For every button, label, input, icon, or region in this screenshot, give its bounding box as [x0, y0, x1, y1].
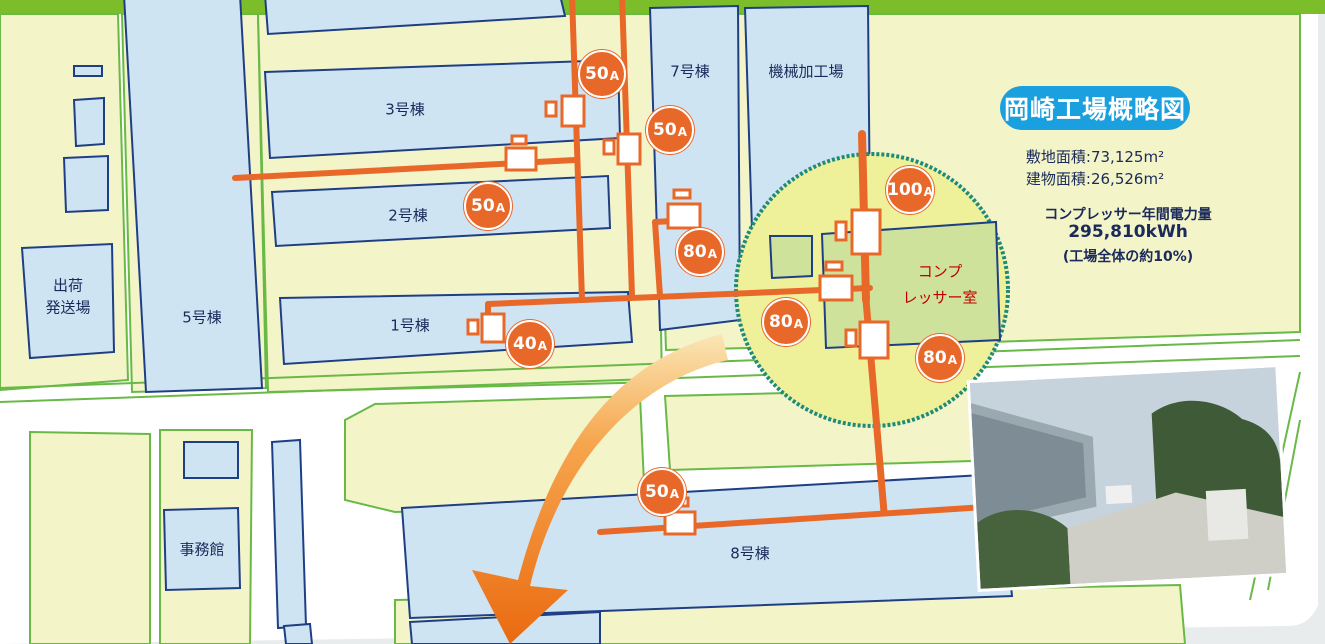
label-building-7: 7号棟: [670, 62, 710, 81]
meter-icon: [818, 274, 854, 302]
pipe-main-vertical: [569, 0, 585, 303]
factory-entrance-photo: [966, 363, 1290, 593]
building-4-partial: [264, 0, 567, 36]
meter-icon: [560, 94, 586, 128]
small-shed-3: [62, 154, 109, 214]
site-area: 敷地面積:73,125m²: [1025, 148, 1165, 166]
building-area: 建物面積:26,526m²: [1025, 170, 1165, 188]
label-compressor-room-2: レッサー室: [902, 288, 978, 307]
arrow-to-photo: [472, 334, 728, 644]
small-shed-1: [73, 65, 103, 77]
compressor-power-share: (工場全体の約10%): [1062, 249, 1194, 265]
meter-icon: [504, 146, 538, 172]
meter-icon: [480, 312, 506, 344]
meter-icon: [663, 510, 697, 536]
label-building-5: 5号棟: [182, 308, 222, 327]
building-2: [270, 174, 612, 248]
meter-icon: [666, 202, 702, 230]
map-title: 岡崎工場概略図: [1000, 86, 1190, 130]
meter-icon: [858, 320, 890, 360]
label-shipping-2: 発送場: [45, 298, 91, 317]
label-building-machining: 機械加工場: [768, 62, 844, 81]
small-shed-2: [72, 96, 105, 148]
label-building-3: 3号棟: [385, 100, 425, 119]
meter-icon: [850, 208, 882, 256]
ground-sw: [29, 430, 151, 644]
building-narrow: [270, 438, 308, 630]
meter-icon: [616, 132, 642, 166]
label-building-8: 8号棟: [730, 544, 770, 563]
building-7: [648, 4, 742, 332]
label-compressor-room-1: コンプ: [917, 262, 963, 281]
compressor-power-label: コンプレッサー年間電力量: [1044, 207, 1212, 223]
label-office: 事務館: [179, 540, 225, 559]
compressor-power-value: 295,810kWh: [1068, 222, 1188, 242]
pipe-main-horizontal: [485, 285, 873, 307]
building-5: [123, 0, 264, 394]
label-building-1: 1号棟: [390, 316, 430, 335]
building-office: [162, 506, 242, 592]
small-shed-4: [183, 441, 239, 479]
label-building-2: 2号棟: [388, 206, 428, 225]
building-shipping: [20, 242, 116, 360]
label-shipping-1: 出荷: [52, 276, 84, 295]
